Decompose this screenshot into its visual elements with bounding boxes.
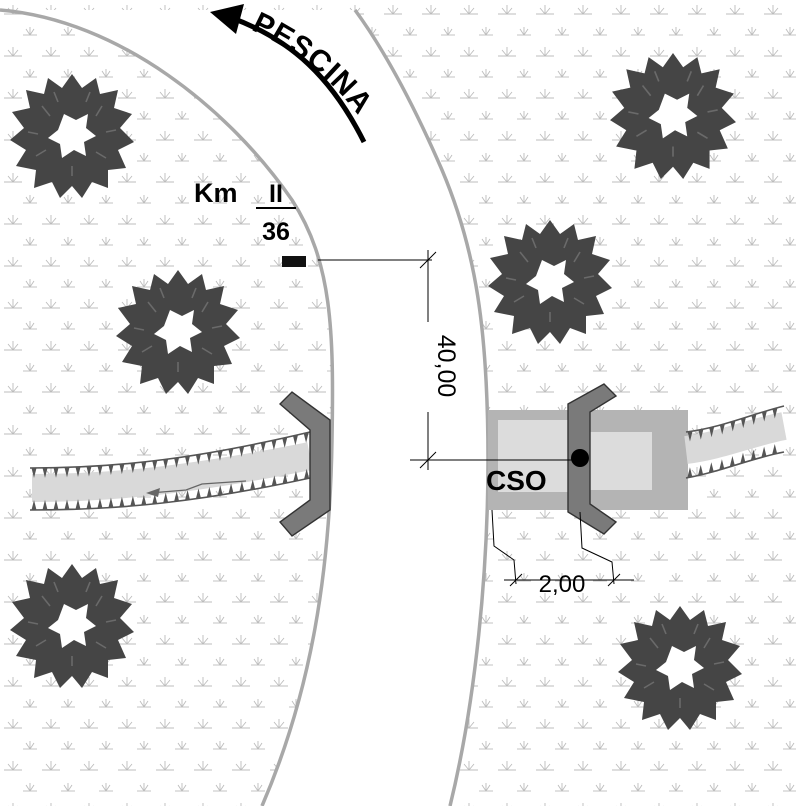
ditch-bank-tick bbox=[119, 464, 125, 475]
arrow-head-icon bbox=[210, 4, 244, 34]
right-outflow-channel bbox=[684, 405, 787, 479]
ditch-bank-tick bbox=[31, 467, 37, 478]
ditch-bank-tick bbox=[730, 421, 736, 432]
dimension-40-label: 40,00 bbox=[432, 335, 460, 398]
cso-label: CSO bbox=[486, 465, 547, 496]
ditch-bank-tick bbox=[75, 499, 81, 510]
river-flow-arrow bbox=[231, 15, 367, 144]
ditch-bank-tick bbox=[42, 467, 48, 478]
ditch-bank-tick bbox=[304, 468, 310, 479]
ditch-bank-tick bbox=[740, 418, 746, 429]
ditch-bank-tick bbox=[119, 496, 125, 507]
dimension-2 bbox=[491, 509, 634, 587]
ditch-bank-tick bbox=[708, 462, 714, 473]
ditch-bank-tick bbox=[174, 457, 180, 468]
ditch-bank-tick bbox=[141, 461, 147, 472]
ditch-bank-tick bbox=[217, 450, 223, 461]
ditch-bank-tick bbox=[282, 473, 288, 484]
ditch-bank-tick bbox=[195, 488, 201, 499]
ditch-bank-tick bbox=[772, 443, 778, 454]
ditch-bank-tick bbox=[53, 499, 59, 510]
ditch-bank-tick bbox=[64, 499, 70, 510]
ditch-bank-tick bbox=[228, 448, 234, 459]
ditch-bank-tick bbox=[130, 463, 136, 474]
ditch-bank-tick bbox=[751, 414, 757, 425]
ditch-bank-tick bbox=[53, 467, 59, 478]
ditch-bank-tick bbox=[729, 456, 735, 467]
ditch-bank-tick bbox=[163, 492, 169, 503]
outlet-point-icon bbox=[571, 449, 589, 467]
flow-arrow-icon bbox=[149, 480, 247, 494]
kilometre-marker-icon bbox=[282, 256, 306, 267]
ditch-bank-tick bbox=[761, 446, 767, 457]
ditch-bank-tick bbox=[271, 475, 277, 486]
ditch-bank-tick bbox=[174, 491, 180, 502]
ditch-bank-tick bbox=[282, 437, 288, 448]
ditch-bank-tick bbox=[97, 498, 103, 509]
ditch-bank-tick bbox=[303, 432, 309, 443]
ditch-bank-tick bbox=[86, 466, 92, 477]
ditch-bank-tick bbox=[86, 498, 92, 509]
ditch-bank-tick bbox=[42, 499, 48, 510]
ditch-bank-tick bbox=[772, 408, 778, 419]
ditch-bank-tick bbox=[152, 460, 158, 471]
ditch-bank-tick bbox=[206, 452, 212, 463]
ditch-bank-tick bbox=[108, 497, 114, 508]
ditch-bank-tick bbox=[184, 456, 190, 467]
ditch-bank-tick bbox=[64, 467, 70, 478]
km-numerator: II bbox=[269, 180, 283, 208]
ditch-bank-tick bbox=[750, 449, 756, 460]
km-denominator: 36 bbox=[262, 218, 290, 246]
ditch-bank-tick bbox=[130, 495, 136, 506]
ditch-bank-tick bbox=[292, 435, 298, 446]
ditch-bank-tick bbox=[761, 411, 767, 422]
ditch-bank-tick bbox=[740, 452, 746, 463]
ditch-bank-tick bbox=[31, 499, 37, 510]
dimension-40 bbox=[318, 250, 574, 470]
ditch-bank-tick bbox=[687, 431, 693, 442]
ditch-bank-tick bbox=[261, 477, 267, 488]
right-river-bank bbox=[353, 8, 490, 807]
ditch-bank-tick bbox=[185, 489, 191, 500]
ditch-bank-tick bbox=[698, 429, 704, 440]
ditch-bank-tick bbox=[108, 465, 114, 476]
ditch-bank-tick bbox=[195, 454, 201, 465]
river-channel bbox=[0, 10, 488, 806]
ditch-bank-tick bbox=[228, 483, 234, 494]
ditch-bank-tick bbox=[141, 494, 147, 505]
dimension-2-label: 2,00 bbox=[539, 571, 586, 598]
ditch-bank-tick bbox=[163, 459, 169, 470]
ditch-bank-tick bbox=[206, 486, 212, 497]
ditch-bank-tick bbox=[75, 466, 81, 477]
ditch-bank-tick bbox=[687, 467, 693, 478]
ditch-bank-tick bbox=[249, 444, 255, 455]
ditch-bank-tick bbox=[260, 442, 266, 453]
ditch-bank-tick bbox=[719, 459, 725, 470]
ditch-bank-tick bbox=[152, 493, 158, 504]
left-headwall bbox=[278, 391, 331, 537]
ditch-bank-tick bbox=[709, 427, 715, 438]
ditch-bank-tick bbox=[97, 465, 103, 476]
left-inflow-channel bbox=[29, 431, 313, 511]
left-river-bank bbox=[0, 8, 335, 807]
ditch-bank-tick bbox=[698, 464, 704, 475]
ditch-bank-tick bbox=[250, 479, 256, 490]
ditch-bank-tick bbox=[719, 424, 725, 435]
ditch-bank-tick bbox=[239, 446, 245, 457]
km-label: Km bbox=[194, 178, 238, 208]
ditch-bank-tick bbox=[293, 471, 299, 482]
ditch-bank-tick bbox=[239, 481, 245, 492]
ditch-bank-tick bbox=[217, 485, 223, 496]
ditch-bank-tick bbox=[271, 440, 277, 451]
